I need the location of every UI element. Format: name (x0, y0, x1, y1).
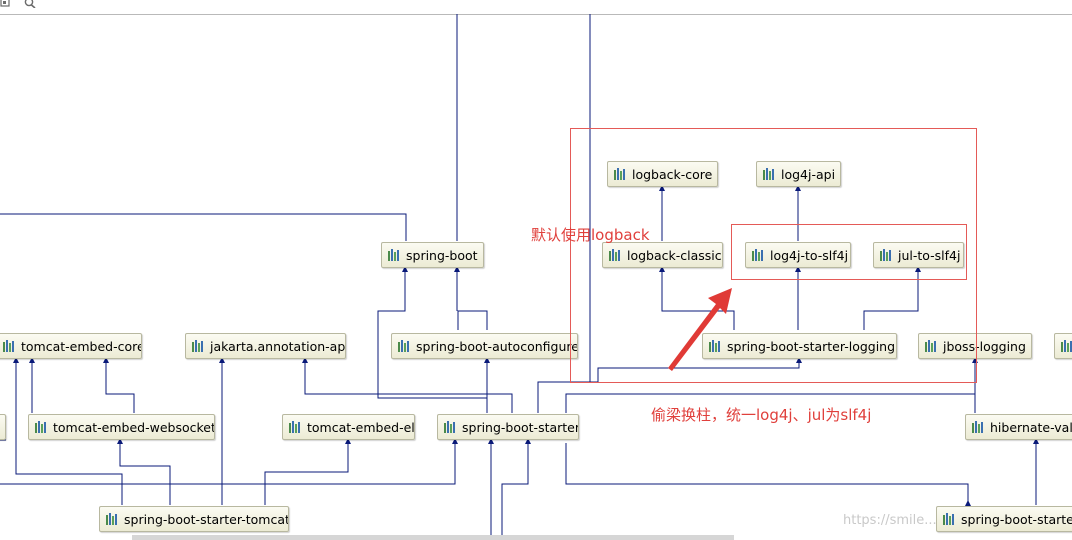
node-spring-boot-starter-right[interactable]: spring-boot-starter (936, 506, 1072, 532)
swap-annotation: 偷梁换柱，统一log4j、jul为slf4j (651, 406, 872, 424)
node-logback-core[interactable]: logback-core (607, 161, 718, 187)
node-label: log4j-api (781, 166, 836, 182)
node-hibernate-validator[interactable]: hibernate-vali (965, 414, 1072, 440)
node-label: jboss-logging (943, 338, 1026, 354)
library-jar-icon (752, 249, 763, 261)
node-jboss-logging[interactable]: jboss-logging (918, 333, 1032, 359)
node-label: log4j-to-slf4j (770, 247, 849, 263)
library-jar-icon (609, 249, 620, 261)
node-label: spring-boot-starter-logging (727, 338, 896, 354)
node-label: jul-to-slf4j (898, 247, 961, 263)
node-spring-boot-starter[interactable]: spring-boot-starter (437, 414, 579, 440)
library-jar-icon (1061, 340, 1072, 352)
node-label: tomcat-embed-websocket (53, 419, 215, 435)
horizontal-scrollbar[interactable] (132, 535, 734, 540)
library-jar-icon (3, 340, 14, 352)
node-log4j-to-slf4j[interactable]: log4j-to-slf4j (745, 242, 851, 268)
library-jar-icon (388, 249, 399, 261)
library-jar-icon (192, 340, 203, 352)
node-label: spring-boot-starter (462, 419, 579, 435)
diagram-toolbar (0, 0, 1072, 15)
node-jakarta-annotation-api[interactable]: jakarta.annotation-api (185, 333, 346, 359)
node-tomcat-embed-el[interactable]: tomcat-embed-el (282, 414, 415, 440)
node-logback-classic[interactable]: logback-classic (602, 242, 723, 268)
node-label: logback-classic (627, 247, 722, 263)
bridge-highlight-box (731, 224, 967, 280)
node-label: tomcat-embed-el (307, 419, 415, 435)
library-jar-icon (614, 168, 625, 180)
node-offscreen-right[interactable] (1054, 333, 1072, 359)
node-label: logback-core (632, 166, 713, 182)
node-log4j-api[interactable]: log4j-api (756, 161, 841, 187)
node-label: tomcat-embed-core (21, 338, 142, 354)
node-label: spring-boot (406, 247, 478, 263)
node-label: spring-boot-starter-tomcat (124, 511, 289, 527)
library-jar-icon (106, 513, 117, 525)
red-arrow-icon (668, 288, 732, 371)
watermark: https://smile... (843, 513, 937, 528)
node-label: spring-boot-starter (961, 511, 1072, 527)
library-jar-icon (763, 168, 774, 180)
node-offscreen-left[interactable] (0, 414, 6, 440)
node-spring-boot-starter-tomcat[interactable]: spring-boot-starter-tomcat (99, 506, 289, 532)
node-label: hibernate-vali (990, 419, 1072, 435)
zoom-icon[interactable] (24, 0, 36, 8)
node-label: spring-boot-autoconfigure (416, 338, 578, 354)
library-jar-icon (398, 340, 409, 352)
library-jar-icon (444, 421, 455, 433)
logging-highlight-box (570, 128, 977, 383)
node-spring-boot-autoconfigure[interactable]: spring-boot-autoconfigure (391, 333, 578, 359)
library-jar-icon (943, 513, 954, 525)
library-jar-icon (972, 421, 983, 433)
diagram-export-icon[interactable] (0, 0, 12, 8)
node-jul-to-slf4j[interactable]: jul-to-slf4j (873, 242, 964, 268)
default-logback-annotation: 默认使用logback (531, 226, 650, 244)
node-tomcat-embed-core[interactable]: tomcat-embed-core (0, 333, 142, 359)
library-jar-icon (925, 340, 936, 352)
library-jar-icon (880, 249, 891, 261)
node-tomcat-embed-websocket[interactable]: tomcat-embed-websocket (28, 414, 215, 440)
library-jar-icon (709, 340, 720, 352)
node-label: jakarta.annotation-api (210, 338, 346, 354)
library-jar-icon (289, 421, 300, 433)
node-spring-boot[interactable]: spring-boot (381, 242, 484, 268)
library-jar-icon (35, 421, 46, 433)
node-spring-boot-starter-logging[interactable]: spring-boot-starter-logging (702, 333, 897, 359)
